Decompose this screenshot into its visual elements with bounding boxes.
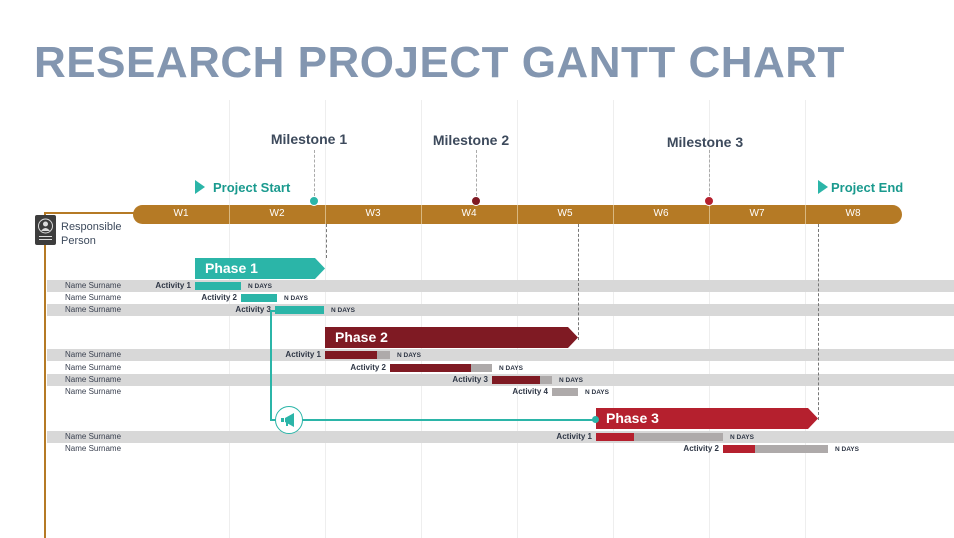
row-band — [47, 304, 954, 316]
gridline — [805, 100, 806, 538]
flag-end-icon — [818, 180, 828, 194]
activity-progress-bar — [275, 306, 324, 314]
gridline — [613, 100, 614, 538]
row-band — [47, 431, 954, 443]
activity-progress-bar — [325, 351, 377, 359]
connector-line — [270, 310, 272, 420]
person-name: Name Surname — [65, 444, 122, 453]
activity-label: Activity 2 — [350, 363, 386, 372]
week-label: W4 — [461, 208, 477, 219]
duration-label: N DAYS — [499, 364, 523, 372]
person-name: Name Surname — [65, 293, 122, 302]
week-divider — [229, 205, 230, 224]
week-divider — [325, 205, 326, 224]
activity-label: Activity 2 — [683, 444, 719, 453]
activity-remaining-bar — [634, 433, 723, 441]
duration-label: N DAYS — [585, 388, 609, 396]
person-name: Name Surname — [65, 432, 122, 441]
week-label: W6 — [653, 208, 669, 219]
milestone-dot — [704, 196, 714, 206]
row-band — [47, 280, 954, 292]
duration-label: N DAYS — [559, 376, 583, 384]
responsible-label-1: Responsible — [61, 221, 122, 233]
week-divider — [421, 205, 422, 224]
person-name: Name Surname — [65, 363, 122, 372]
activity-label: Activity 1 — [285, 350, 321, 359]
duration-label: N DAYS — [331, 306, 355, 314]
phase-bar: Phase 3 — [596, 408, 818, 429]
activity-label: Activity 1 — [556, 432, 592, 441]
activity-progress-bar — [723, 445, 755, 453]
duration-label: N DAYS — [284, 294, 308, 302]
milestone-dot — [471, 196, 481, 206]
activity-progress-bar — [195, 282, 241, 290]
week-divider — [517, 205, 518, 224]
activity-progress-bar — [492, 376, 540, 384]
week-label: W5 — [557, 208, 573, 219]
milestone-label: Milestone 3 — [666, 134, 744, 150]
gridline — [421, 100, 422, 538]
week-divider — [805, 205, 806, 224]
phase-bar: Phase 2 — [325, 327, 578, 348]
row-band — [47, 349, 954, 361]
week-divider — [613, 205, 614, 224]
phase-end-line — [818, 224, 819, 420]
responsible-connector — [44, 212, 136, 214]
milestone-label: Milestone 2 — [432, 132, 510, 148]
activity-progress-bar — [596, 433, 634, 441]
activity-progress-bar — [241, 294, 277, 302]
person-name: Name Surname — [65, 387, 122, 396]
activity-label: Activity 1 — [155, 281, 191, 290]
activity-remaining-bar — [552, 388, 578, 396]
gridline — [709, 100, 710, 538]
person-icon — [38, 208, 53, 240]
gridline — [229, 100, 230, 538]
page-title: RESEARCH PROJECT GANTT CHART — [34, 38, 845, 87]
duration-label: N DAYS — [835, 445, 859, 453]
person-name: Name Surname — [65, 305, 122, 314]
activity-remaining-bar — [540, 376, 552, 384]
activity-label: Activity 3 — [235, 305, 271, 314]
person-name: Name Surname — [65, 281, 122, 290]
activity-label: Activity 4 — [512, 387, 548, 396]
milestone-stem — [314, 150, 315, 196]
responsible-label-2: Person — [61, 235, 96, 247]
phase-end-line — [326, 224, 327, 258]
activity-remaining-bar — [755, 445, 828, 453]
activity-label: Activity 3 — [452, 375, 488, 384]
milestone-dot — [309, 196, 319, 206]
project-start-label: Project Start — [213, 180, 291, 195]
activity-progress-bar — [390, 364, 471, 372]
duration-label: N DAYS — [397, 351, 421, 359]
gridline — [325, 100, 326, 538]
megaphone-icon — [275, 406, 303, 434]
flag-start-icon — [195, 180, 205, 194]
person-name: Name Surname — [65, 375, 122, 384]
milestone-label: Milestone 1 — [270, 131, 348, 147]
person-name: Name Surname — [65, 350, 122, 359]
week-divider — [709, 205, 710, 224]
activity-remaining-bar — [377, 351, 390, 359]
connector-dot — [592, 416, 599, 423]
week-label: W8 — [845, 208, 861, 219]
milestone-stem — [476, 150, 477, 196]
phase-bar: Phase 1 — [195, 258, 325, 279]
week-label: W3 — [365, 208, 381, 219]
activity-remaining-bar — [471, 364, 492, 372]
phase-end-line — [578, 224, 579, 340]
responsible-line — [44, 212, 46, 538]
milestone-stem — [709, 150, 710, 196]
connector-line — [270, 310, 276, 312]
id-badge-icon — [35, 208, 56, 245]
connector-line — [270, 419, 596, 421]
duration-label: N DAYS — [730, 433, 754, 441]
week-label: W2 — [269, 208, 285, 219]
duration-label: N DAYS — [248, 282, 272, 290]
gridline — [517, 100, 518, 538]
week-label: W7 — [749, 208, 765, 219]
activity-label: Activity 2 — [201, 293, 237, 302]
week-label: W1 — [173, 208, 189, 219]
project-end-label: Project End — [831, 180, 904, 195]
